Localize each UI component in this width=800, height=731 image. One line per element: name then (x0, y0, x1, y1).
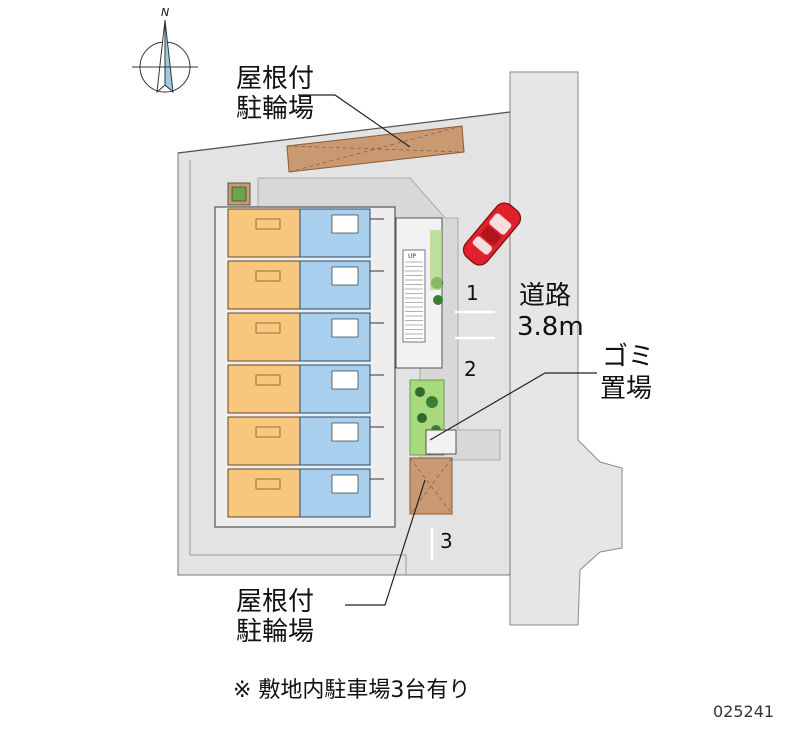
svg-text:屋根付: 屋根付 (236, 64, 314, 94)
property-id: 025241 (713, 702, 774, 721)
apartment-unit (227, 364, 384, 414)
svg-text:UP: UP (408, 253, 416, 260)
car-icon (462, 202, 522, 266)
apartment-unit (227, 260, 384, 310)
svg-text:屋根付: 屋根付 (236, 587, 314, 617)
label-garbage: ゴミ 置場 (600, 342, 654, 404)
parking-space-3: 3 (440, 529, 453, 553)
apartment-building: UP (214, 206, 443, 528)
apartment-unit (227, 312, 384, 362)
svg-text:道路: 道路 (519, 281, 571, 311)
svg-text:ゴミ: ゴミ (602, 342, 654, 372)
svg-text:3.8m: 3.8m (517, 312, 584, 342)
label-roofed-bike-bottom: 屋根付 駐輪場 (236, 587, 314, 647)
parking-space-1: 1 (466, 281, 479, 305)
leader-lines (298, 94, 597, 606)
label-roofed-bike-top: 屋根付 駐輪場 (236, 64, 314, 124)
svg-text:置場: 置場 (600, 374, 652, 404)
label-road: 道路 3.8m (517, 281, 584, 342)
parking-lines (430, 310, 495, 560)
road-area (509, 71, 623, 626)
compass-north-arrow-icon: N (132, 6, 198, 94)
svg-text:駐輪場: 駐輪場 (236, 617, 314, 647)
apartment-unit (227, 468, 384, 518)
svg-text:駐輪場: 駐輪場 (236, 94, 314, 124)
parking-space-2: 2 (464, 357, 477, 381)
apartment-unit (227, 208, 384, 258)
roofed-bike-parking-top (286, 125, 465, 173)
utility-box (227, 182, 251, 206)
parking-note: ※ 敷地内駐車場3台有り (233, 678, 470, 703)
compass-north-label: N (161, 6, 169, 19)
apartment-unit (227, 416, 384, 466)
